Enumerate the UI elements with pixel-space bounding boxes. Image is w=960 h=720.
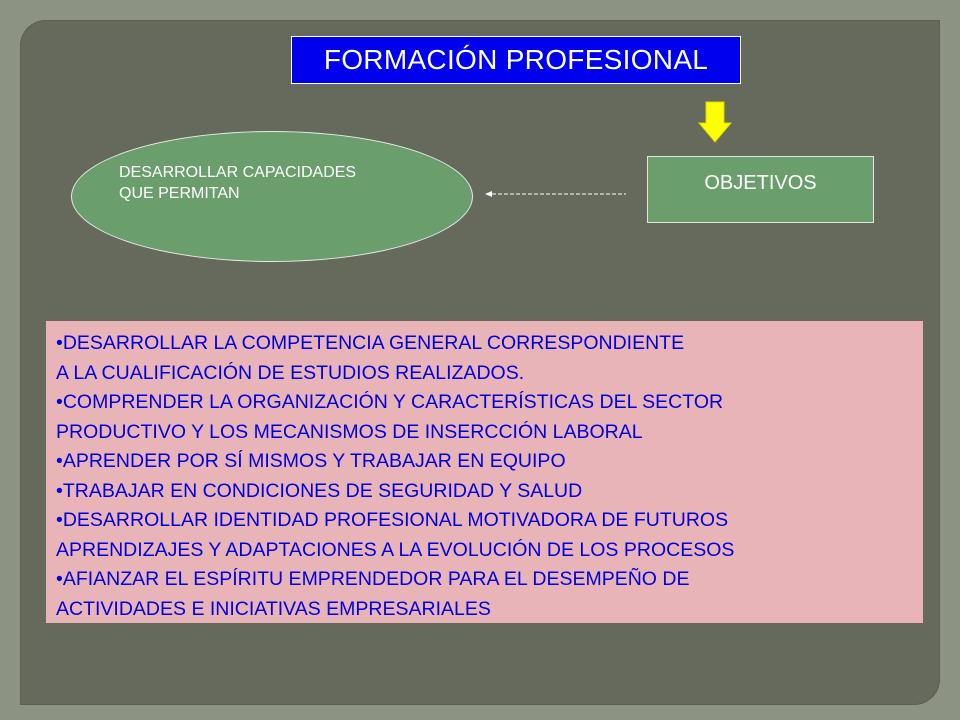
objective-line: •DESARROLLAR LA COMPETENCIA GENERAL CORR… xyxy=(56,332,685,354)
ellipse-line: QUE PERMITAN xyxy=(119,185,240,202)
objective-line: •DESARROLLAR IDENTIDAD PROFESIONAL MOTIV… xyxy=(56,509,729,531)
objective-line: A LA CUALIFICACIÓN DE ESTUDIOS REALIZADO… xyxy=(56,361,525,384)
down-arrow-icon xyxy=(698,101,732,143)
objective-line: APRENDIZAJES Y ADAPTACIONES A LA EVOLUCI… xyxy=(56,538,735,561)
objective-line: •COMPRENDER LA ORGANIZACIÓN Y CARACTERÍS… xyxy=(56,391,724,413)
objetivos-label: OBJETIVOS xyxy=(704,172,817,194)
objective-line: ACTIVIDADES E INICIATIVAS EMPRESARIALES xyxy=(56,597,491,620)
objective-line: •TRABAJAR EN CONDICIONES DE SEGURIDAD Y … xyxy=(56,479,583,502)
ellipse-text: DESARROLLAR CAPACIDADES QUE PERMITAN xyxy=(119,162,439,204)
capacidades-ellipse xyxy=(71,131,473,262)
objectives-list: •DESARROLLAR LA COMPETENCIA GENERAL CORR… xyxy=(46,321,923,623)
objective-line: PRODUCTIVO Y LOS MECANISMOS DE INSERCCIÓ… xyxy=(56,420,643,443)
objective-line: •APRENDER POR SÍ MISMOS Y TRABAJAR EN EQ… xyxy=(56,450,566,472)
ellipse-line: DESARROLLAR CAPACIDADES xyxy=(119,164,357,181)
dashed-left-arrow-icon xyxy=(485,191,626,197)
objective-line: •AFIANZAR EL ESPÍRITU EMPRENDEDOR PARA E… xyxy=(56,568,690,590)
page-title: FORMACIÓN PROFESIONAL xyxy=(291,36,741,84)
objetivos-box: OBJETIVOS xyxy=(647,156,874,223)
